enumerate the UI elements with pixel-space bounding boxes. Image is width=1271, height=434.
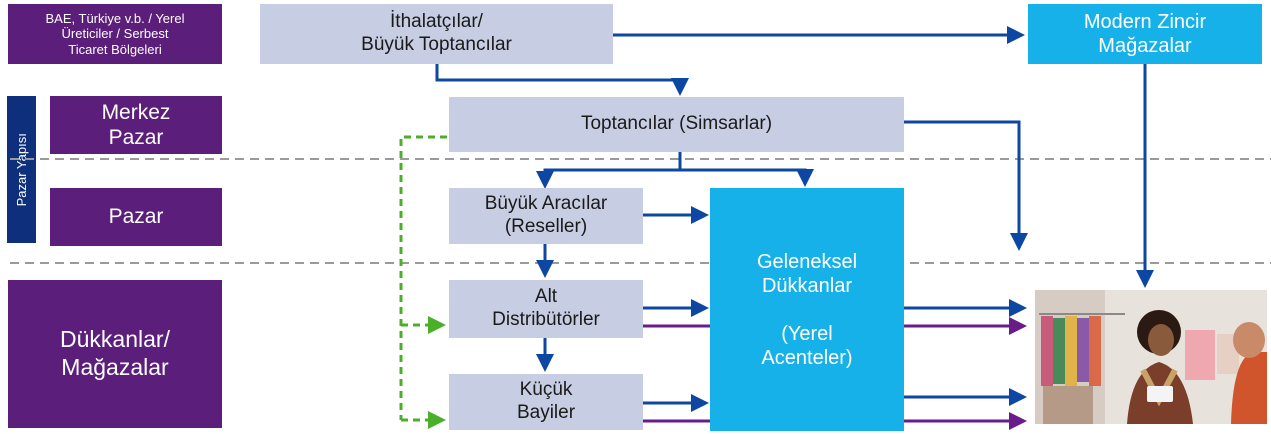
shopper-photo-icon (1035, 290, 1267, 424)
arrow-importers-to-wholesalers (435, 64, 689, 96)
market-structure-label: Pazar Yapısı (7, 96, 36, 243)
chain-stores-node: Modern Zincir Mağazalar (1028, 4, 1262, 64)
sub-distributors-node: Alt Distribütörler (449, 280, 643, 338)
arrow-wholesalers-to-shopper (904, 120, 1028, 251)
central-market-label: Merkez Pazar (50, 96, 222, 154)
importers-node: İthalatçılar/ Büyük Toptancılar (260, 4, 613, 64)
arrow-wholesalers-to-traditional (680, 168, 814, 187)
sources-label: BAE, Türkiye v.b. / Yerel Üreticiler / S… (8, 4, 222, 64)
resellers-node: Büyük Aracılar (Reseller) (449, 188, 643, 244)
shops-label: Dükkanlar/ Mağazalar (8, 280, 222, 428)
traditional-shops-node: Geleneksel Dükkanlar (Yerel Acenteler) (710, 188, 904, 431)
market-label: Pazar (50, 188, 222, 246)
green-dashed-trunk (399, 135, 447, 420)
arrow-wholesalers-to-resellers (536, 152, 682, 189)
wholesalers-node: Toptancılar (Simsarlar) (449, 97, 904, 152)
small-dealers-node: Küçük Bayiler (449, 374, 643, 430)
